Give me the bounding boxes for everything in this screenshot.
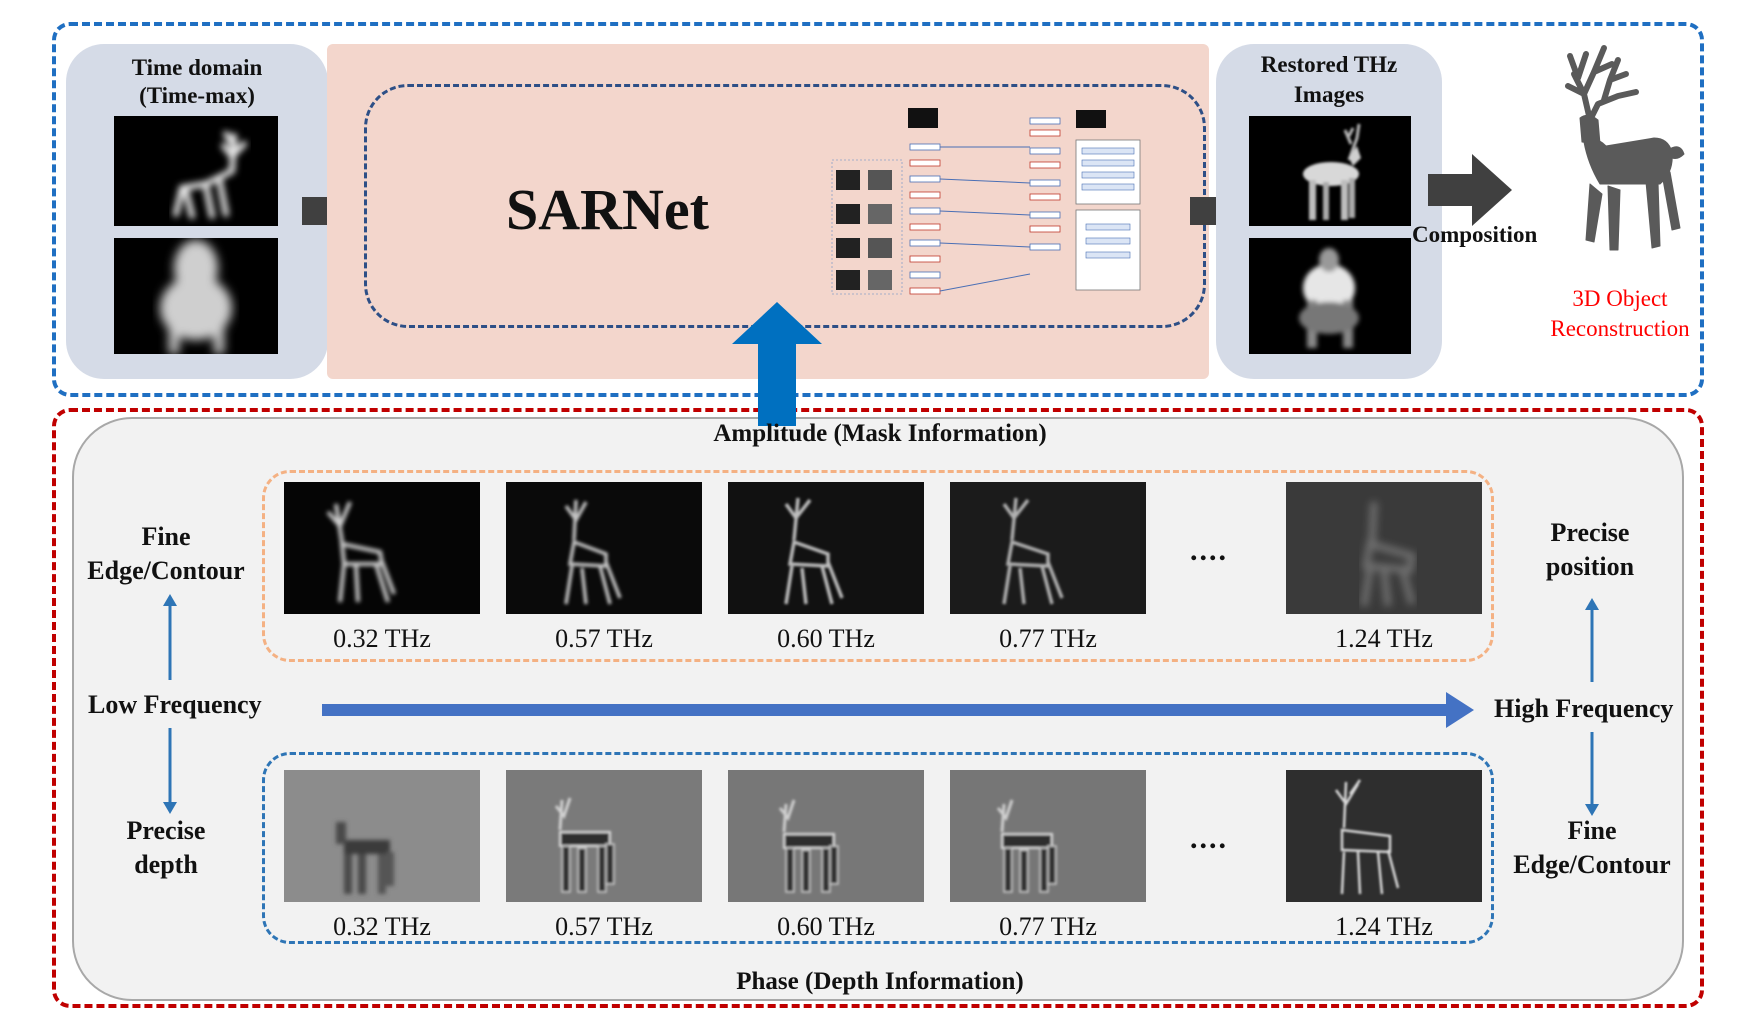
arrow-down-thin-icon — [163, 728, 177, 814]
frequency-axis-arrow — [322, 692, 1474, 728]
time-domain-title: Time domain (Time-max) — [131, 55, 263, 108]
phase-image — [1286, 770, 1482, 902]
arrow-right-icon — [1428, 154, 1512, 226]
phase-image — [728, 770, 924, 902]
low-frequency-label: Low Frequency — [88, 690, 262, 719]
amplitude-image — [284, 482, 480, 614]
sarnet-architecture-diagram — [831, 108, 1141, 295]
sarnet-title: SARNet — [506, 177, 709, 242]
amplitude-frequency-label: 1.24 THz — [1335, 624, 1433, 653]
amplitude-frequency-label: 0.57 THz — [555, 624, 653, 653]
restored-images-title: Restored THz Images — [1260, 52, 1398, 107]
restored-image-side — [1249, 116, 1411, 226]
bottom-frequency-frame — [52, 408, 1704, 1008]
arrow-up-thin-icon — [1585, 598, 1599, 682]
amplitude-image — [506, 482, 702, 614]
phase-group — [262, 752, 1494, 944]
phase-frequency-label: 0.77 THz — [999, 912, 1097, 941]
restored-image-front — [1249, 238, 1411, 354]
top-pipeline-frame — [52, 22, 1704, 397]
phase-frequency-label: 0.60 THz — [777, 912, 875, 941]
phase-frequency-label: 0.32 THz — [333, 912, 431, 941]
arrow-down-thin-icon — [1585, 732, 1599, 816]
high-frequency-label: High Frequency — [1494, 694, 1674, 723]
amplitude-ellipsis: .... — [1190, 534, 1228, 567]
phase-frequency-label: 1.24 THz — [1335, 912, 1433, 941]
amplitude-frequency-label: 0.77 THz — [999, 624, 1097, 653]
reconstruction-label: 3D Object Reconstruction — [1550, 286, 1690, 341]
amplitude-image — [1286, 482, 1482, 614]
amplitude-title: Amplitude (Mask Information) — [713, 420, 1047, 447]
time-domain-image-front — [114, 238, 278, 354]
amplitude-frequency-label: 0.60 THz — [777, 624, 875, 653]
phase-frequency-label: 0.57 THz — [555, 912, 653, 941]
deer-3d-model-icon — [1565, 45, 1685, 251]
arrow-up-icon — [732, 302, 822, 426]
amplitude-group — [262, 470, 1494, 662]
amplitude-image — [950, 482, 1146, 614]
amplitude-frequency-label: 0.32 THz — [333, 624, 431, 653]
amplitude-image — [728, 482, 924, 614]
phase-image — [950, 770, 1146, 902]
phase-title: Phase (Depth Information) — [736, 968, 1024, 995]
phase-image — [506, 770, 702, 902]
composition-label: Composition — [1412, 222, 1538, 247]
phase-ellipsis: .... — [1190, 822, 1228, 855]
arrow-up-thin-icon — [163, 594, 177, 680]
phase-image — [284, 770, 480, 902]
time-domain-image-side — [114, 116, 278, 226]
